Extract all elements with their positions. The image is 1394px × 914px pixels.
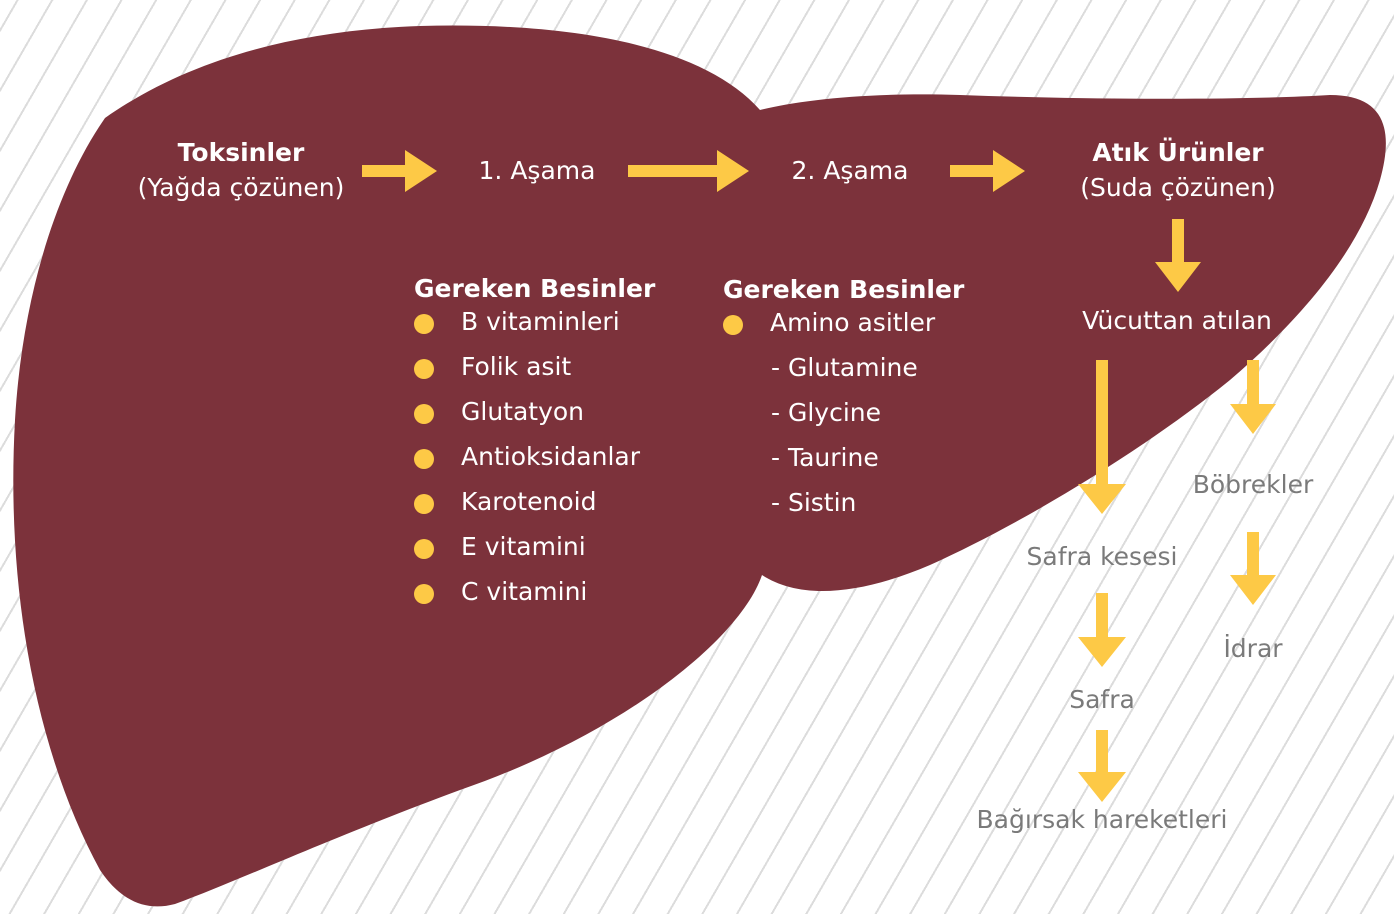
list-item: C vitamini — [414, 577, 655, 622]
nutrient-label: E vitamini — [461, 532, 586, 561]
list-subitem: - Glycine — [771, 398, 881, 427]
gallbladder-label: Safra kesesi — [1026, 542, 1178, 571]
arrow-kidneys-to-urine — [1230, 532, 1276, 605]
list-item: Folik asit — [414, 352, 655, 397]
bullet-icon — [414, 449, 434, 469]
phase1-nutrients: Gereken Besinler B vitaminleri Folik asi… — [414, 274, 655, 622]
bowel-label: Bağırsak hareketleri — [976, 805, 1228, 834]
nutrient-label: B vitaminleri — [461, 307, 620, 336]
nutrient-label: Amino asitler — [770, 308, 936, 337]
list-item: B vitaminleri — [414, 307, 655, 352]
list-subitem: - Taurine — [771, 443, 879, 472]
bullet-icon — [723, 315, 743, 335]
phase2-label: 2. Aşama — [791, 156, 909, 185]
arrow-gallbladder-to-bile — [1078, 593, 1126, 667]
phase1-nutrients-heading: Gereken Besinler — [414, 274, 656, 303]
list-item: Amino asitler — [723, 308, 964, 353]
flow-arrows — [362, 150, 1276, 802]
list-item: Glutatyon — [414, 397, 655, 442]
list-item: Antioksidanlar — [414, 442, 655, 487]
nutrient-label: Antioksidanlar — [461, 442, 641, 471]
toxins-subtitle: (Yağda çözünen) — [137, 173, 345, 202]
nutrient-label: Glutatyon — [461, 397, 585, 426]
phase1-nutrient-list: B vitaminleri Folik asit Glutatyon Antio… — [414, 307, 655, 622]
bullet-icon — [414, 494, 434, 514]
arrow-toxins-to-phase1 — [362, 150, 437, 192]
bile-label: Safra — [1069, 685, 1135, 714]
kidneys-label: Böbrekler — [1192, 470, 1314, 499]
bullet-icon — [414, 539, 434, 559]
toxins-title: Toksinler — [177, 138, 305, 167]
waste-title: Atık Ürünler — [1092, 138, 1264, 167]
arrow-phase1-to-phase2 — [628, 150, 749, 192]
eliminated-label: Vücuttan atılan — [1082, 306, 1272, 335]
phase2-nutrients-heading: Gereken Besinler — [723, 275, 965, 304]
list-subitem: - Glutamine — [771, 353, 918, 382]
bullet-icon — [414, 404, 434, 424]
list-item: E vitamini — [414, 532, 655, 577]
urine-label: İdrar — [1223, 634, 1283, 663]
liver-shape — [13, 25, 1386, 907]
nutrient-label: Folik asit — [461, 352, 572, 381]
phase1-label: 1. Aşama — [478, 156, 596, 185]
arrow-eliminated-to-kidneys — [1230, 360, 1276, 434]
list-subitem: - Sistin — [771, 488, 857, 517]
arrow-bile-to-bowel — [1078, 730, 1126, 802]
arrow-phase2-to-waste — [950, 150, 1025, 192]
bullet-icon — [414, 359, 434, 379]
bullet-icon — [414, 584, 434, 604]
phase2-nutrients: Gereken Besinler Amino asitler - Glutami… — [723, 275, 964, 533]
bullet-icon — [414, 314, 434, 334]
arrow-waste-to-eliminated — [1155, 219, 1201, 292]
nutrient-label: Karotenoid — [461, 487, 597, 516]
nutrient-label: C vitamini — [461, 577, 588, 606]
arrow-eliminated-to-gallbladder — [1078, 360, 1126, 514]
waste-subtitle: (Suda çözünen) — [1080, 173, 1276, 202]
list-item: Karotenoid — [414, 487, 655, 532]
